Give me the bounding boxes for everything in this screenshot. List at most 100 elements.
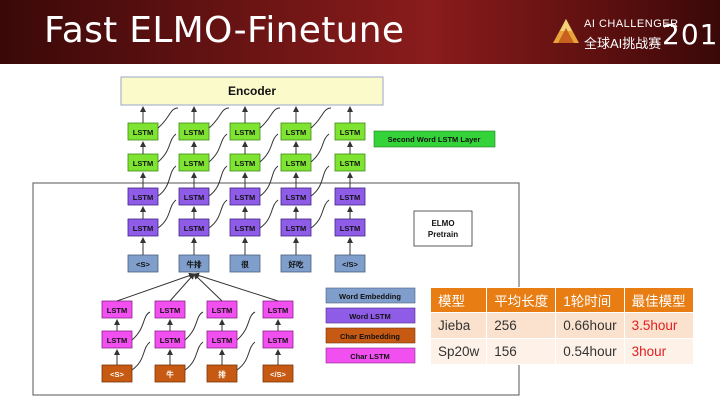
lstm-label: LSTM [235, 128, 255, 137]
lstm-label: LSTM [286, 159, 306, 168]
char-token-label: </S> [270, 370, 286, 379]
recurrent-arrow [310, 133, 330, 163]
lstm-label: LSTM [286, 224, 306, 233]
legend-char-lstm-swatch [325, 347, 416, 364]
recurrent-arrow [259, 165, 279, 197]
legend: Word Embedding Word LSTM Char Embedding … [325, 287, 416, 364]
recurrent-arrow [157, 199, 177, 229]
triangle-logo-icon [553, 19, 579, 43]
recurrent-arrow [259, 133, 279, 163]
second-layer-label-box [373, 130, 496, 148]
lstm-label: LSTM [107, 306, 127, 315]
recurrent-arrow [259, 107, 281, 129]
recurrent-arrow [208, 165, 228, 197]
lstm-label: LSTM [133, 159, 153, 168]
legend-word-embedding: Word Embedding [339, 292, 401, 301]
word-token-label: 好吃 [288, 259, 304, 269]
lstm-label: LSTM [286, 193, 306, 202]
legend-char-embedding: Char Embedding [340, 332, 400, 341]
recurrent-arrow [310, 165, 330, 197]
char-token-label: <S> [110, 370, 124, 379]
recurrent-arrow [157, 133, 177, 163]
second-layer-label: Second Word LSTM Layer [388, 135, 481, 144]
logo-text-top: AI CHALLENGER [584, 18, 679, 30]
lstm-label: LSTM [286, 128, 306, 137]
lstm-label: LSTM [133, 224, 153, 233]
elmo-diagram: Encoder LSTM LSTM LSTM LSTM <S> LSTM LSTM LSTM L… [32, 76, 520, 396]
lstm-label: LSTM [160, 336, 180, 345]
legend-word-embedding-swatch [325, 287, 416, 304]
lstm-label: LSTM [340, 128, 360, 137]
lstm-label: LSTM [184, 128, 204, 137]
lstm-label: LSTM [268, 336, 288, 345]
recurrent-arrow [236, 341, 256, 371]
lstm-label: LSTM [340, 224, 360, 233]
lstm-label: LSTM [133, 128, 153, 137]
word-token-label: 很 [240, 259, 249, 269]
pretrain-label-line2: Pretrain [428, 230, 458, 239]
col-header-best-model: 最佳模型 [623, 287, 694, 313]
cell-best-model: 3.5hour [623, 312, 694, 339]
cell-epoch-time: 0.66hour [555, 312, 625, 339]
lstm-label: LSTM [160, 306, 180, 315]
lstm-label: LSTM [107, 336, 127, 345]
cell-avg-length: 256 [486, 312, 557, 339]
legend-char-embedding-swatch [325, 327, 416, 344]
recurrent-arrow [208, 199, 228, 229]
char-lstm-to-word-arrow [193, 272, 279, 302]
lstm-label: LSTM [184, 224, 204, 233]
recurrent-arrow [259, 199, 279, 229]
col-header-model: 模型 [429, 287, 488, 313]
lstm-label: LSTM [340, 159, 360, 168]
lstm-label: LSTM [340, 193, 360, 202]
table-row: Sp20w 156 0.54hour 3hour [429, 338, 694, 365]
title-bar: Fast ELMO-Finetune AI CHALLENGER 全球AI挑战赛… [0, 0, 720, 64]
encoder-label: Encoder [228, 84, 276, 98]
lstm-label: LSTM [235, 193, 255, 202]
recurrent-arrow [208, 133, 228, 163]
recurrent-arrow [236, 311, 256, 341]
comparison-table: 模型 平均长度 1轮时间 最佳模型 Jieba 256 0.66hour 3.5… [429, 287, 694, 365]
slide-title: Fast ELMO-Finetune [44, 10, 405, 51]
recurrent-arrow [310, 199, 330, 229]
lstm-label: LSTM [184, 193, 204, 202]
table-row: Jieba 256 0.66hour 3.5hour [429, 312, 694, 339]
logo-text-bottom: 全球AI挑战赛 [584, 36, 662, 51]
logo-year: 2018 [662, 18, 720, 51]
cell-model: Jieba [429, 312, 488, 339]
recurrent-arrow [184, 311, 204, 341]
cell-best-model: 3hour [623, 338, 694, 365]
lstm-label: LSTM [184, 159, 204, 168]
recurrent-arrow [131, 311, 151, 341]
legend-word-lstm-swatch [325, 307, 416, 324]
recurrent-arrow [208, 107, 230, 129]
lstm-label: LSTM [235, 159, 255, 168]
cell-epoch-time: 0.54hour [555, 338, 625, 365]
legend-char-lstm: Char LSTM [350, 352, 390, 361]
lstm-label: LSTM [212, 306, 232, 315]
word-token-label: <S> [136, 260, 150, 269]
recurrent-arrow [157, 165, 177, 197]
char-lstm-to-word-arrow [116, 272, 195, 302]
recurrent-arrow [310, 107, 332, 129]
pretrain-label-box [413, 210, 473, 247]
char-token-label: 牛 [166, 369, 174, 379]
word-token-label: </S> [342, 260, 358, 269]
lstm-label: LSTM [235, 224, 255, 233]
recurrent-arrow [157, 107, 179, 129]
cell-model: Sp20w [429, 338, 488, 365]
word-token-label: 牛排 [187, 259, 202, 269]
col-header-epoch-time: 1轮时间 [555, 287, 625, 313]
encoder-box [120, 76, 384, 106]
ai-challenger-logo: AI CHALLENGER 全球AI挑战赛 2018 [552, 14, 720, 54]
lstm-label: LSTM [212, 336, 232, 345]
recurrent-arrow [184, 341, 204, 371]
char-lstm-to-word-arrow [193, 273, 223, 302]
lstm-label: LSTM [268, 306, 288, 315]
col-header-avg-length: 平均长度 [486, 287, 557, 313]
lstm-label: LSTM [133, 193, 153, 202]
char-token-label: 排 [218, 369, 226, 379]
pretrain-label-line1: ELMO [431, 219, 454, 228]
recurrent-arrow [131, 341, 151, 371]
legend-word-lstm: Word LSTM [349, 312, 391, 321]
